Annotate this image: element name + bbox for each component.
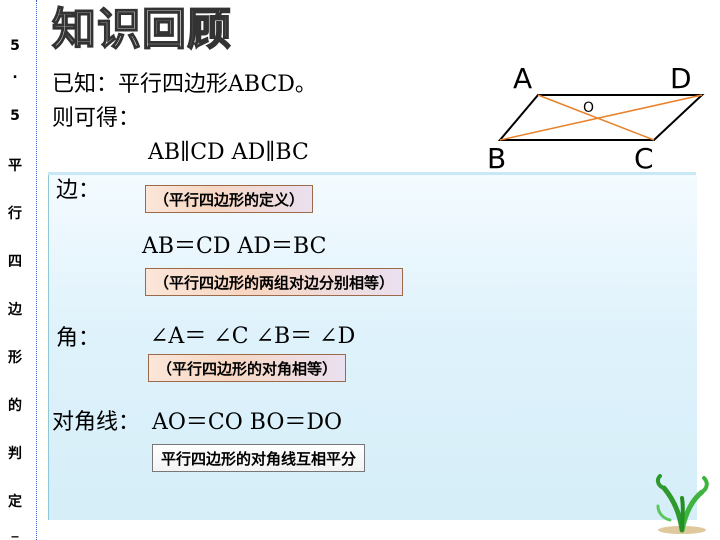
diagonal-ac bbox=[537, 94, 655, 141]
diagonal-bd bbox=[499, 94, 703, 141]
plant-decoration-icon bbox=[655, 474, 709, 534]
vertex-a-label: A bbox=[513, 62, 533, 95]
sidebar-char: 的 bbox=[8, 398, 22, 414]
sidebar-char: 行 bbox=[8, 206, 22, 222]
known-statement: 已知：平行四边形ABCD。 bbox=[52, 72, 317, 97]
sidebar-char: . bbox=[12, 66, 18, 82]
sides-parallel-reason: （平行四边形的定义） bbox=[145, 185, 314, 213]
hence-statement: 则可得： bbox=[52, 106, 141, 131]
sides-label: 边： bbox=[56, 178, 101, 203]
diagonals-reason: 平行四边形的对角线互相平分 bbox=[152, 444, 366, 472]
vertex-d-label: D bbox=[670, 62, 692, 95]
page-title: 知识回顾 bbox=[51, 3, 232, 56]
sidebar-char: 判 bbox=[8, 446, 22, 462]
sidebar-char: 边 bbox=[8, 302, 22, 318]
diagonals-label: 对角线： bbox=[52, 410, 141, 435]
sides-parallel: AB∥CD AD∥BC bbox=[148, 140, 309, 165]
sidebar: 5 . 5 平 行 四 边 形 的 判 定 _ bbox=[0, 0, 38, 540]
angles-equal: ∠A＝ ∠C ∠B＝ ∠D bbox=[150, 324, 356, 349]
vertex-c-label: C bbox=[634, 142, 654, 175]
parallelogram-figure bbox=[497, 94, 705, 141]
panel-edge bbox=[48, 172, 696, 175]
sidebar-divider bbox=[36, 0, 37, 540]
sidebar-char: 5 bbox=[10, 38, 20, 54]
center-o-label: O bbox=[583, 100, 595, 116]
sidebar-char: 四 bbox=[8, 254, 22, 270]
angles-label: 角： bbox=[56, 326, 101, 351]
sidebar-char: 形 bbox=[8, 350, 22, 366]
sides-equal: AB＝CD AD＝BC bbox=[142, 234, 327, 259]
angles-reason: （平行四边形的对角相等） bbox=[148, 354, 347, 382]
sides-equal-reason: （平行四边形的两组对边分别相等） bbox=[145, 268, 404, 296]
sidebar-char: _ bbox=[11, 522, 19, 538]
sidebar-char: 定 bbox=[8, 494, 22, 510]
diagonals-equal: AO＝CO BO＝DO bbox=[152, 410, 343, 435]
sidebar-char: 平 bbox=[8, 158, 22, 174]
vertex-b-label: B bbox=[487, 142, 507, 175]
content-panel bbox=[48, 175, 697, 520]
sidebar-char: 5 bbox=[10, 108, 20, 124]
